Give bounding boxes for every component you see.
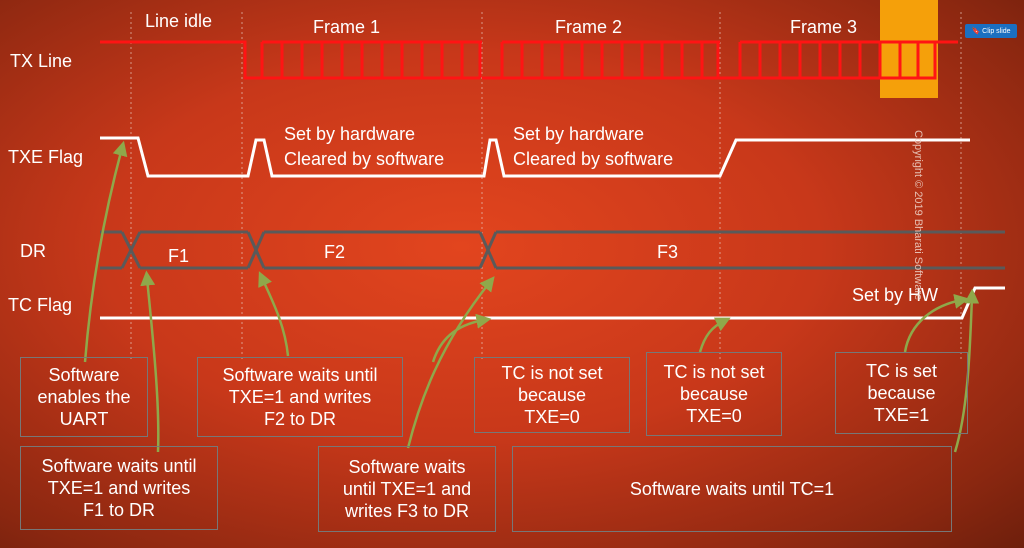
- frame1-label: Frame 1: [313, 17, 381, 37]
- copyright-watermark: Copyright © 2019 Bharati Software: [912, 130, 924, 310]
- box-wait-f1-line2: TXE=1 and writes: [47, 478, 191, 498]
- clip-slide-label: Clip slide: [982, 27, 1011, 35]
- tx-line-waveform: [100, 40, 958, 80]
- box-wait-f3-line3: writes F3 to DR: [344, 501, 470, 521]
- clip-slide-button[interactable]: 🔖 Clip slide: [965, 24, 1017, 38]
- box-wait-f1-line1: Software waits until: [41, 456, 197, 476]
- box-tc-set: TC is set because TXE=1: [835, 352, 968, 434]
- f1-label: F1: [168, 246, 190, 266]
- box-wait-tc-line1: Software waits until TC=1: [629, 479, 835, 499]
- box-tc-not-set-1-line2: because: [517, 385, 587, 405]
- dr-bus: [100, 230, 1005, 270]
- box-enable-uart-line1: Software: [48, 365, 120, 385]
- guide-lines: [130, 12, 962, 360]
- box-wait-f2-line1: Software waits until: [222, 365, 378, 385]
- box-tc-not-set-2-line2: because: [679, 384, 749, 404]
- dr-label: DR: [20, 241, 46, 261]
- tc-flag-label: TC Flag: [8, 295, 73, 315]
- frame2-label: Frame 2: [555, 17, 623, 37]
- box-enable-uart-line2: enables the: [37, 387, 131, 407]
- box-wait-f3-line1: Software waits: [348, 457, 466, 477]
- txe-note-1: Set by hardware Cleared by software: [284, 122, 444, 172]
- tx-line-label: TX Line: [10, 51, 73, 71]
- box-tc-set-line3: TXE=1: [873, 405, 930, 425]
- txe-note-1-line2: Cleared by software: [284, 149, 445, 169]
- copyright-text: Copyright © 2019 Bharati Software: [912, 130, 924, 301]
- box-wait-f2-line2: TXE=1 and writes: [228, 387, 372, 407]
- box-tc-not-set-1-line1: TC is not set: [501, 363, 603, 383]
- bookmark-icon: 🔖: [971, 28, 981, 35]
- annotation-arrows: [83, 140, 980, 453]
- box-wait-f3: Software waits until TXE=1 and writes F3…: [318, 446, 496, 532]
- box-tc-set-line2: because: [867, 383, 936, 403]
- box-wait-tc: Software waits until TC=1: [512, 446, 952, 532]
- txe-note-2-line2: Cleared by software: [513, 149, 674, 169]
- f3-label: F3: [657, 242, 679, 262]
- box-enable-uart: Software enables the UART: [20, 357, 148, 437]
- frame3-highlight: [880, 0, 938, 98]
- box-wait-f3-line2: until TXE=1 and: [342, 479, 472, 499]
- f2-label: F2: [324, 242, 346, 262]
- txe-note-2: Set by hardware Cleared by software: [513, 122, 673, 172]
- box-wait-f2: Software waits until TXE=1 and writes F2…: [197, 357, 403, 437]
- txe-flag-label: TXE Flag: [8, 147, 84, 167]
- box-wait-f1-line3: F1 to DR: [82, 500, 156, 520]
- box-wait-f1: Software waits until TXE=1 and writes F1…: [20, 446, 218, 530]
- box-tc-not-set-2: TC is not set because TXE=0: [646, 352, 782, 436]
- txe-note-1-line1: Set by hardware: [284, 124, 416, 144]
- box-tc-not-set-2-line3: TXE=0: [686, 406, 742, 426]
- box-enable-uart-line3: UART: [59, 409, 109, 429]
- box-tc-not-set-1: TC is not set because TXE=0: [474, 357, 630, 433]
- txe-flag-waveform: [100, 136, 970, 178]
- box-tc-set-line1: TC is set: [865, 361, 937, 381]
- box-wait-f2-line3: F2 to DR: [263, 409, 337, 429]
- box-tc-not-set-2-line1: TC is not set: [663, 362, 765, 382]
- line-idle-label: Line idle: [145, 11, 213, 31]
- set-by-hw-label: Set by HW: [852, 285, 939, 305]
- box-tc-not-set-1-line3: TXE=0: [524, 407, 580, 427]
- frame3-label: Frame 3: [790, 17, 858, 37]
- txe-note-2-line1: Set by hardware: [513, 124, 645, 144]
